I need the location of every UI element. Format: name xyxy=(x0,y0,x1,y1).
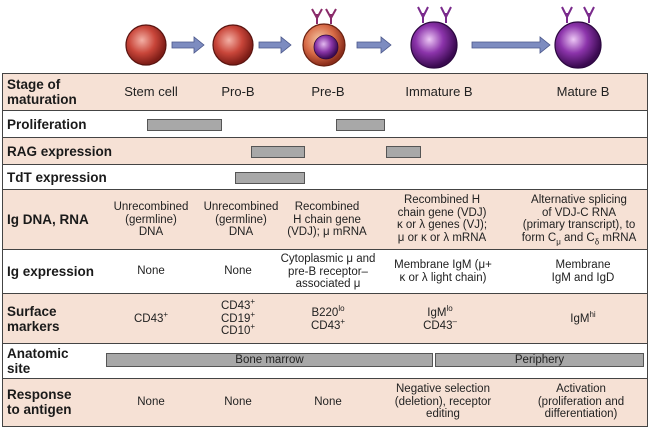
rag-expression-bar xyxy=(386,146,421,158)
proliferation-bar xyxy=(336,119,385,131)
row-response: Response to antigen None None None Negat… xyxy=(3,379,647,426)
immature-b-cell-icon xyxy=(410,6,458,69)
response-pro-b: None xyxy=(224,396,252,408)
row-label: Ig expression xyxy=(7,264,95,279)
mature-b-cell-icon xyxy=(554,6,602,69)
row-ig-dna-rna: Ig DNA, RNA Unrecombined(germline)DNA Un… xyxy=(3,190,647,250)
ig-expr-immature-b: Membrane IgM (μ+κ or λ light chain) xyxy=(394,259,492,284)
row-label: Ig DNA, RNA xyxy=(7,212,89,227)
marker-immature-b: IgMlo CD43– xyxy=(423,304,457,332)
proliferation-bar xyxy=(147,119,222,131)
stage-immature-b: Immature B xyxy=(405,84,473,99)
periphery-bar xyxy=(435,353,644,367)
bone-marrow-bar xyxy=(106,353,433,367)
ig-expr-stem-cell: None xyxy=(137,265,165,277)
row-label: Anatomic xyxy=(7,346,69,361)
arrow-icon xyxy=(356,36,392,54)
row-anatomic-site: Anatomic site Bone marrow Periphery xyxy=(3,344,647,379)
row-label: to antigen xyxy=(7,402,72,417)
row-label: maturation xyxy=(7,92,77,107)
stem-cell-icon xyxy=(125,24,167,66)
stage-pro-b: Pro-B xyxy=(221,84,255,99)
bone-marrow-label: Bone marrow xyxy=(235,354,304,366)
arrow-icon xyxy=(258,36,292,54)
stage-pre-b: Pre-B xyxy=(311,84,345,99)
pre-b-cell-icon xyxy=(302,8,346,67)
rag-expression-bar xyxy=(251,146,305,158)
maturation-table: Stage of maturation Stem cell Pro-B Pre-… xyxy=(2,73,648,427)
row-proliferation: Proliferation xyxy=(3,111,647,138)
marker-stem-cell: CD43+ xyxy=(133,310,169,325)
ig-dna-stem-cell: Unrecombined(germline)DNA xyxy=(113,201,189,238)
row-tdt: TdT expression xyxy=(3,165,647,190)
response-pre-b: None xyxy=(314,396,342,408)
ig-expr-pro-b: None xyxy=(224,265,252,277)
row-label: site xyxy=(7,361,31,376)
row-label: Stage of xyxy=(7,77,61,92)
periphery-label: Periphery xyxy=(514,354,565,366)
row-stage: Stage of maturation Stem cell Pro-B Pre-… xyxy=(3,74,647,111)
marker-pro-b: CD43+ CD19+ CD10+ xyxy=(220,297,256,337)
pro-b-cell-icon xyxy=(212,24,254,66)
arrow-icon xyxy=(471,36,551,54)
tdt-expression-bar xyxy=(235,172,305,184)
stage-mature-b: Mature B xyxy=(556,84,610,99)
row-surface-markers: Surface markers CD43+ CD43+ CD19+ CD10+ … xyxy=(3,294,647,344)
row-ig-expression: Ig expression None None Cytoplasmic μ an… xyxy=(3,250,647,294)
row-label: markers xyxy=(7,319,60,334)
arrow-icon xyxy=(171,36,205,54)
row-label: TdT expression xyxy=(7,170,107,185)
cell-illustrations xyxy=(125,6,602,69)
marker-mature-b: IgMhi xyxy=(570,310,596,325)
row-label: RAG expression xyxy=(7,144,113,159)
stage-stem-cell: Stem cell xyxy=(124,84,178,99)
row-label: Proliferation xyxy=(7,117,87,132)
marker-pre-b: B220lo CD43+ xyxy=(310,304,346,332)
row-label: Surface xyxy=(7,304,57,319)
row-rag: RAG expression xyxy=(3,138,647,165)
ig-dna-pro-b: Unrecombined(germline)DNA xyxy=(203,201,279,238)
response-stem-cell: None xyxy=(137,396,165,408)
row-label: Response xyxy=(7,387,72,402)
